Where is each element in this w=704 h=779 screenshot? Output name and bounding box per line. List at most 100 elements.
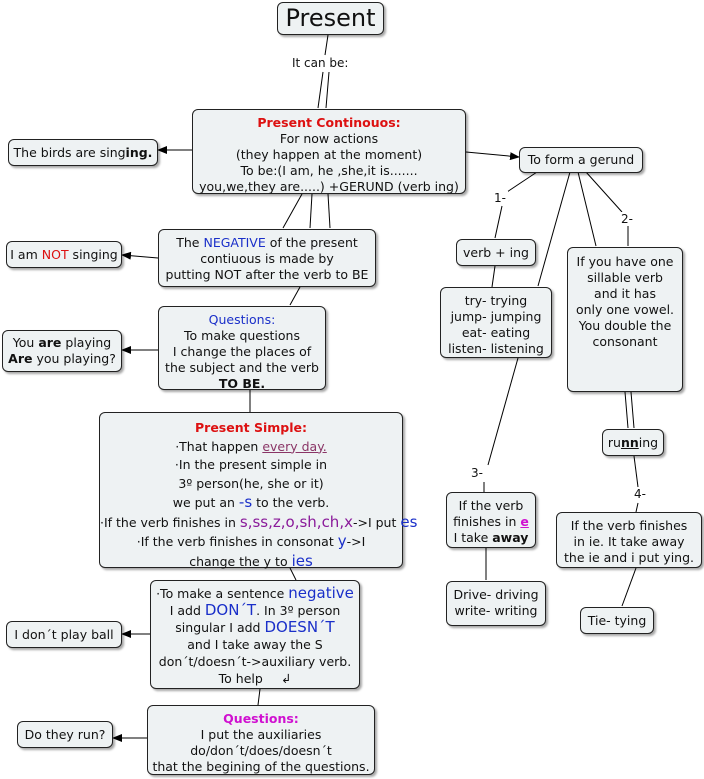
finishes-e-line-1: If the verb xyxy=(458,498,524,513)
you-are-playing-node: You are playing Are you playing? xyxy=(2,330,122,372)
simple-l4c: to the verb. xyxy=(252,495,330,510)
continuous-line-2: (they happen at the moment) xyxy=(235,147,423,162)
it-can-be-label: It can be: xyxy=(290,56,351,70)
questions-heading: Questions: xyxy=(208,312,276,327)
negative-line-2: contiuous is made by xyxy=(200,251,334,266)
continuous-line-3: To be:(I am, he ,she,it is....... xyxy=(240,163,418,178)
example-jump: jump- jumping xyxy=(450,309,542,324)
dont-play-text: I don´t play ball xyxy=(14,627,114,642)
negative-text-a: The xyxy=(176,235,204,250)
simple-s-suffix: -s xyxy=(238,493,253,511)
negative-text-c: of the present xyxy=(265,235,358,250)
gerund-text: To form a gerund xyxy=(527,152,635,167)
verb-ing-text: verb + ing xyxy=(463,245,529,260)
questions-line-2: I change the places of xyxy=(172,344,312,359)
simple-l7a: change the y to xyxy=(189,553,292,569)
questions-simple-node: Questions: I put the auxiliaries do/don´… xyxy=(147,705,375,775)
finishes-ie-node: If the verb finishes in ie. It take away… xyxy=(556,512,702,568)
not-keyword: NOT xyxy=(41,247,69,262)
simple-l6c: ->I xyxy=(346,534,366,549)
questions2-line-1: I put the auxiliaries xyxy=(200,727,322,742)
finishes-ie-line-2: in ie. It take away xyxy=(573,534,685,549)
running-a: ru xyxy=(607,435,621,450)
questions-line-3: the subject and the verb xyxy=(165,360,319,375)
simple-ies: ies xyxy=(291,551,313,570)
questions-line-4: TO BE. xyxy=(218,376,266,391)
neg-simple-l1a: ·To make a sentence xyxy=(156,586,289,601)
return-icon: ↲ xyxy=(280,671,292,686)
you-are-d: Are xyxy=(8,351,33,366)
continuous-heading: Present Continouos: xyxy=(257,115,401,130)
gerund-node: To form a gerund xyxy=(519,147,643,173)
finishes-e-away: away xyxy=(492,530,529,545)
example-eat: eat- eating xyxy=(461,325,531,340)
one-syllable-line-5: You double the xyxy=(578,318,672,333)
running-double: nn xyxy=(620,435,639,450)
neg-simple-l2c: . In 3º person xyxy=(256,603,341,618)
neg-simple-line-5: don´t/doesn´t->auxiliary verb. xyxy=(158,654,352,669)
simple-heading: Present Simple: xyxy=(195,420,307,435)
simple-es: es xyxy=(400,512,418,531)
do-they-run-text: Do they run? xyxy=(24,727,106,742)
simple-y: y xyxy=(337,532,347,550)
questions-continuous-node: Questions: To make questions I change th… xyxy=(158,306,326,391)
neg-simple-line-4: and I take away the S xyxy=(187,637,323,652)
simple-line-2: ·In the present simple in xyxy=(174,457,328,472)
doesnt-keyword: DOESN´T xyxy=(264,618,335,636)
not-singing-node: I am NOT singing xyxy=(6,241,122,268)
negative-continuous-node: The NEGATIVE of the present contiuous is… xyxy=(158,229,376,287)
finishes-e-letter: e xyxy=(520,514,529,529)
you-are-c: playing xyxy=(61,335,112,350)
neg-simple-l2a: I add xyxy=(169,603,205,618)
finishes-ie-line-3: the ie and i put ying. xyxy=(564,550,694,565)
finishes-e-l2a: finishes in xyxy=(453,514,521,529)
running-c: ing xyxy=(638,435,659,450)
questions-line-1: To make questions xyxy=(184,328,300,343)
continuous-line-1: For now actions xyxy=(279,131,379,146)
simple-l5c: ->I put xyxy=(352,514,401,530)
simple-l6a: ·If the verb finishes in consonat xyxy=(136,534,338,549)
neg-simple-line-6: To help xyxy=(218,671,263,686)
running-node: running xyxy=(602,429,664,456)
verb-ing-node: verb + ing xyxy=(456,239,536,266)
simple-l4a: we put an xyxy=(172,495,239,510)
simple-line-3: 3º person(he, she or it) xyxy=(178,475,324,491)
example-drive: Drive- driving xyxy=(453,587,539,602)
examples-ing-node: try- trying jump- jumping eat- eating li… xyxy=(440,287,552,358)
drive-example-node: Drive- driving write- writing xyxy=(446,581,546,626)
example-write: write- writing xyxy=(454,603,538,618)
one-syllable-line-3: and it has xyxy=(594,286,656,301)
finishes-e-node: If the verb finishes in e I take away xyxy=(446,492,536,548)
dont-keyword: DON´T xyxy=(204,601,257,619)
simple-l1a: ·That happen xyxy=(175,438,263,454)
continuous-line-4: you,we,they are.....) +GERUND (verb ing) xyxy=(199,179,459,194)
negative-keyword: NEGATIVE xyxy=(203,235,266,250)
you-are-a: You xyxy=(12,335,39,350)
title-node: Present xyxy=(277,2,384,35)
every-day-link[interactable]: every day. xyxy=(262,438,327,454)
birds-example-node: The birds are singing. xyxy=(8,139,158,166)
you-are-b: are xyxy=(38,335,62,350)
questions2-line-3: that the begining of the questions. xyxy=(152,759,370,774)
present-continuous-node: Present Continouos: For now actions (the… xyxy=(192,109,466,194)
neg-simple-l3a: singular I add xyxy=(175,620,265,635)
not-singing-a: I am xyxy=(10,247,42,262)
one-syllable-line-2: sillable verb xyxy=(587,270,663,285)
simple-l5a: ·If the verb finishes in xyxy=(100,514,240,530)
rule-1-label: 1- xyxy=(492,191,508,205)
rule-4-label: 4- xyxy=(632,487,648,501)
questions2-line-2: do/don´t/does/doesn´t xyxy=(190,743,332,758)
one-syllable-line-6: consonant xyxy=(592,334,658,349)
not-singing-c: singing xyxy=(68,247,118,262)
one-syllable-line-1: If you have one xyxy=(576,254,674,269)
simple-endings: s,ss,z,o,sh,ch,x xyxy=(239,512,353,531)
finishes-ie-line-1: If the verb finishes xyxy=(570,518,688,533)
title-text: Present xyxy=(285,4,376,32)
you-are-e: you playing? xyxy=(32,351,116,366)
finishes-e-l3a: I take xyxy=(453,530,493,545)
neg-simple-keyword: negative xyxy=(288,584,354,602)
present-simple-node: Present Simple: ·That happen every day. … xyxy=(99,412,417,570)
one-syllable-node: If you have one sillable verb and it has… xyxy=(567,247,683,392)
rule-2-label: 2- xyxy=(619,212,635,226)
